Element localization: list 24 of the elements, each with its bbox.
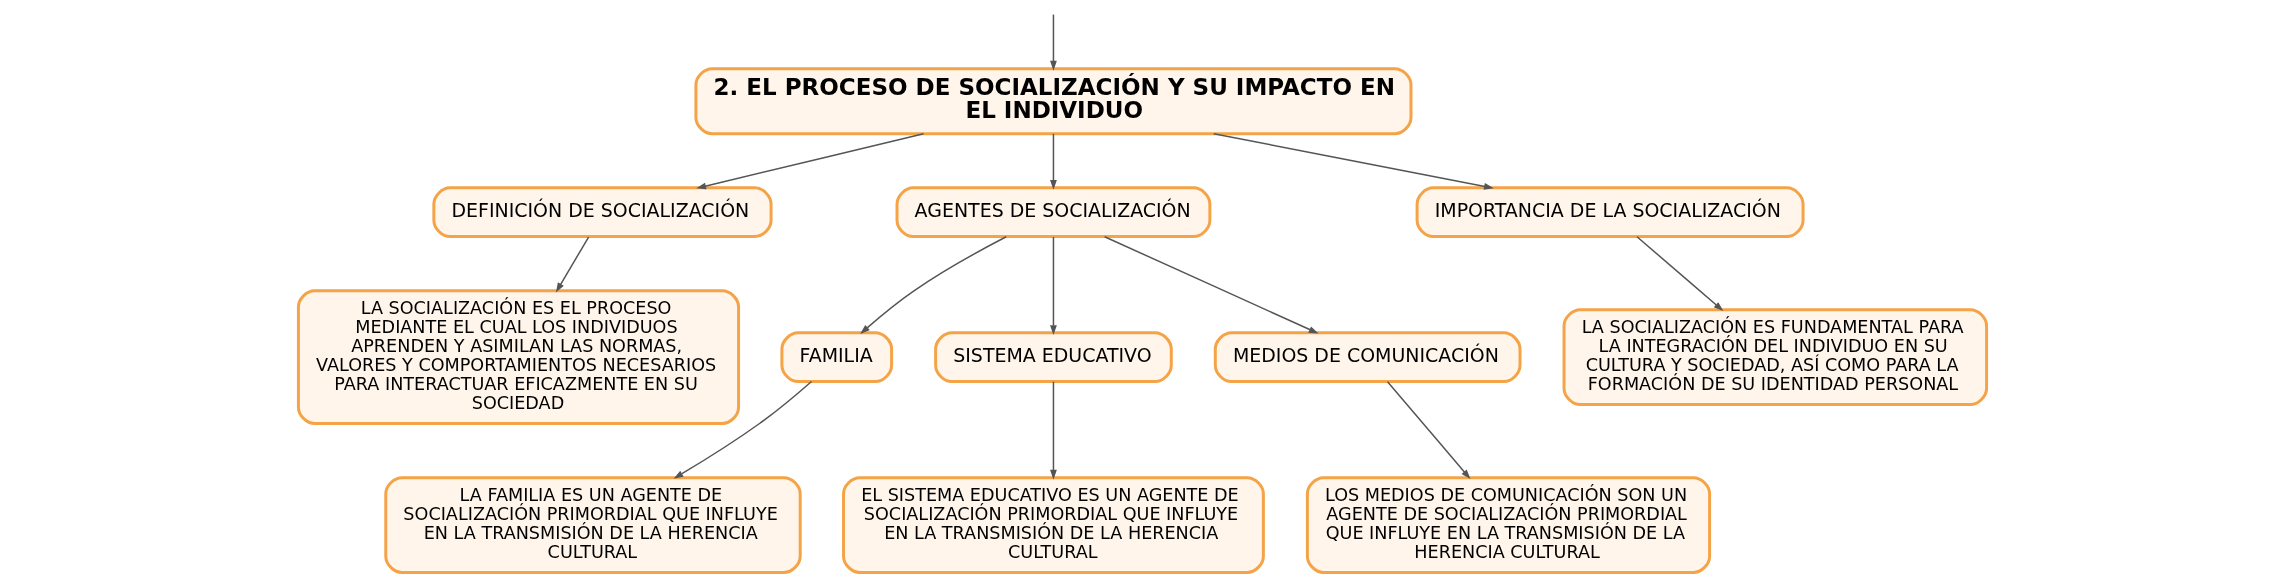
node-box: IMPORTANCIA DE LA SOCIALIZACIÓN bbox=[1415, 186, 1805, 239]
node-box: FAMILIA bbox=[779, 331, 893, 383]
node-box: LOS MEDIOS DE COMUNICACIÓN SON UN AGENTE DE SOCIALIZACIÓN PRIMORDIAL QUE INFLUYE EN LA TRANSMISIÓN DE LA HERENCIA CULTURAL bbox=[1305, 476, 1711, 574]
node-box: SISTEMA EDUCATIVO bbox=[933, 331, 1173, 383]
arrow bbox=[1635, 236, 1723, 312]
arrow bbox=[1049, 133, 1057, 190]
arrow bbox=[1386, 381, 1470, 480]
arrow bbox=[1212, 132, 1494, 190]
arrow bbox=[1049, 13, 1057, 71]
node-box: LA SOCIALIZACIÓN ES FUNDAMENTAL PARA LA INTEGRACIÓN DEL INDIVIDUO EN SU CULTURA Y SOCIEDAD, ASÍ COMO PARA LA FORMACIÓN DE SU IDENTIDAD PERSONAL bbox=[1562, 308, 1988, 407]
arrow bbox=[1049, 236, 1057, 335]
arrow bbox=[673, 380, 812, 479]
arrow bbox=[1049, 381, 1057, 480]
arrow bbox=[555, 236, 589, 293]
node-box: LA FAMILIA ES UN AGENTE DE SOCIALIZACIÓN PRIMORDIAL QUE INFLUYE EN LA TRANSMISIÓN DE LA HERENCIA CULTURAL bbox=[383, 476, 802, 574]
node-box: LA SOCIALIZACIÓN ES EL PROCESO MEDIANTE EL CUAL LOS INDIVIDUOS APRENDEN Y ASIMILAN LAS NORMAS, VALORES Y COMPORTAMIENTOS NECESARIOS PARA INTERACTUAR EFICAZMENTE EN SU SOCIEDAD bbox=[296, 289, 740, 425]
node-box: AGENTES DE SOCIALIZACIÓN bbox=[895, 186, 1211, 239]
node-box: EL SISTEMA EDUCATIVO ES UN AGENTE DE SOCIALIZACIÓN PRIMORDIAL QUE INFLUYE EN LA TRANSMISIÓN DE LA HERENCIA CULTURAL bbox=[841, 476, 1265, 574]
node-box: 2. EL PROCESO DE SOCIALIZACIÓN Y SU IMPACTO EN EL INDIVIDUO bbox=[693, 67, 1412, 136]
arrow bbox=[1103, 236, 1319, 334]
node-box: DEFINICIÓN DE SOCIALIZACIÓN bbox=[431, 186, 773, 239]
node-box: MEDIOS DE COMUNICACIÓN bbox=[1213, 331, 1521, 383]
arrow bbox=[859, 236, 1007, 334]
arrow bbox=[695, 132, 924, 190]
